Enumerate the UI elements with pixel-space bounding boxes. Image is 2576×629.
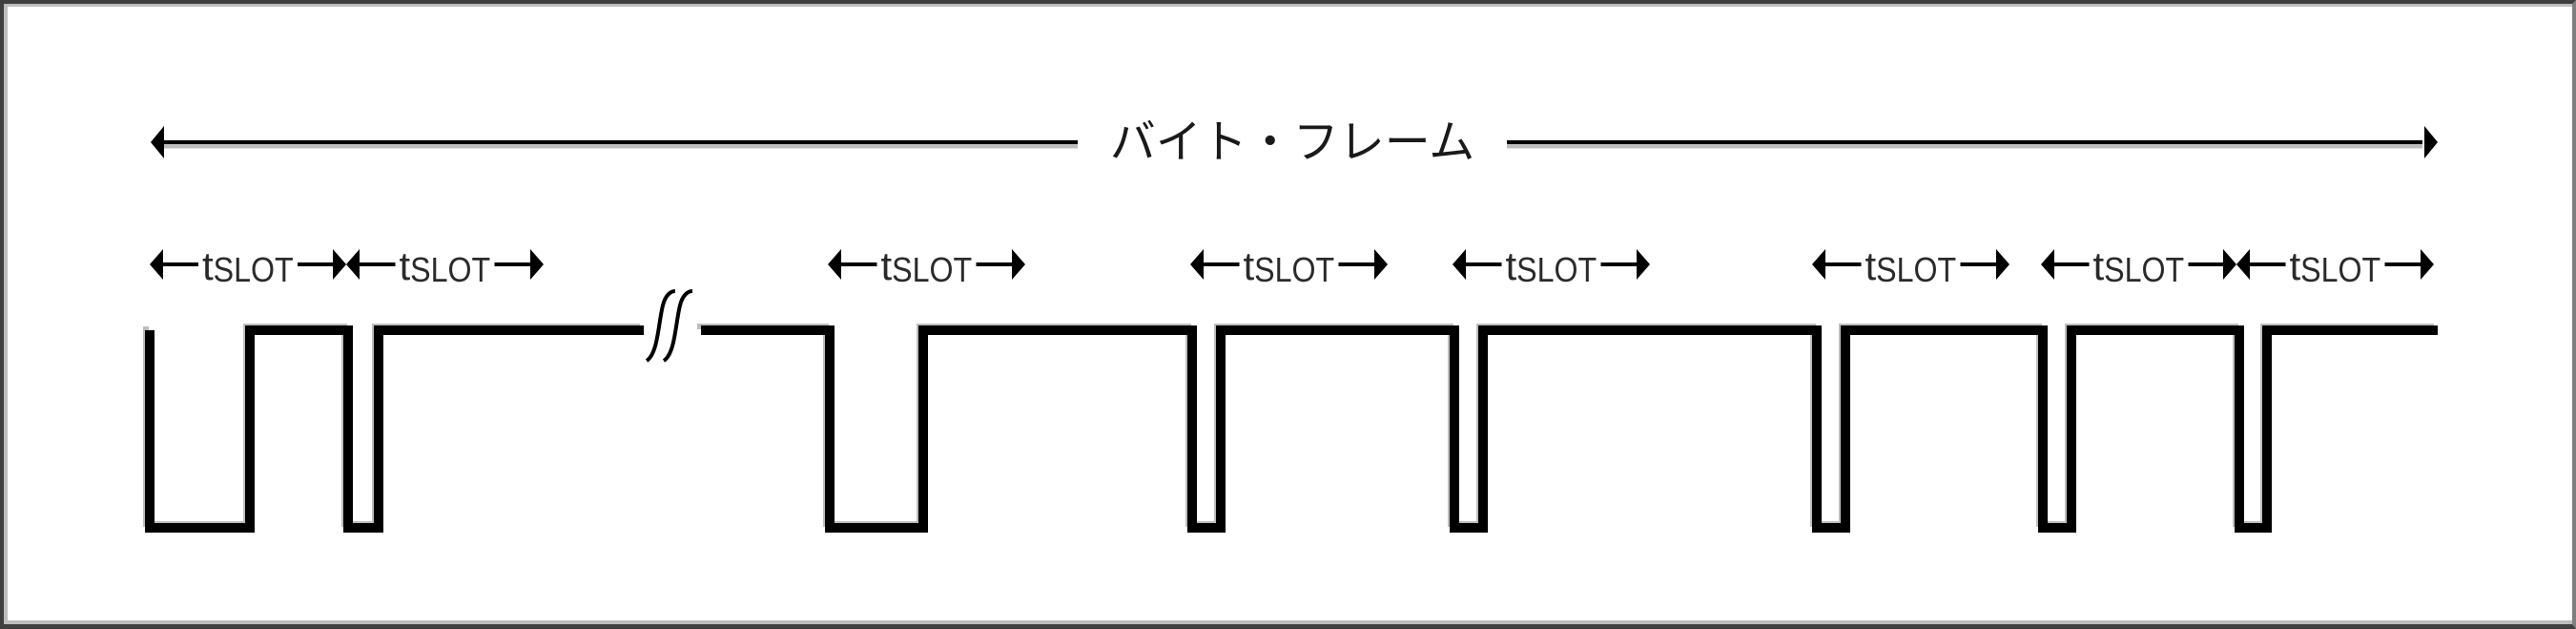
waveform-segment-after-break-shadow: [697, 324, 2434, 527]
left-arrowhead-icon: [1453, 249, 1466, 280]
right-arrowhead-icon: [1012, 249, 1025, 280]
tslot-marker: tSLOT: [1812, 243, 2009, 289]
right-arrowhead-icon: [333, 249, 346, 280]
tslot-marker: tSLOT: [828, 243, 1025, 289]
waveform-segment-before-break-shadow: [143, 324, 640, 527]
tslot-marker: tSLOT: [346, 243, 544, 289]
left-arrowhead-icon: [346, 249, 360, 280]
tslot-subscript: SLOT: [1876, 250, 1956, 289]
tslot-label: tSLOT: [881, 243, 973, 289]
frame-span-right-arrowhead-icon: [2424, 126, 2438, 158]
left-arrowhead-icon: [2041, 249, 2054, 280]
waveform-segment-after-break: [701, 325, 2438, 533]
tslot-subscript: SLOT: [1516, 250, 1597, 289]
tslot-label: tSLOT: [1506, 243, 1597, 289]
left-arrowhead-icon: [2236, 249, 2250, 280]
tslot-label: tSLOT: [1865, 243, 1957, 289]
tslot-t: t: [1865, 243, 1877, 288]
right-arrowhead-icon: [1996, 249, 2009, 280]
waveform-segment-before-break: [145, 325, 644, 533]
tslot-marker: tSLOT: [2236, 243, 2434, 289]
left-arrowhead-icon: [150, 249, 163, 280]
bus-waveform: [143, 324, 2438, 533]
tslot-label: tSLOT: [400, 243, 491, 289]
tslot-label: tSLOT: [2290, 243, 2381, 289]
tslot-t: t: [881, 243, 893, 288]
tslot-t: t: [202, 243, 214, 288]
tslot-subscript: SLOT: [410, 250, 490, 289]
tslot-subscript: SLOT: [2104, 250, 2184, 289]
break-symbol-icon: [645, 289, 693, 363]
right-arrowhead-icon: [2421, 249, 2434, 280]
left-arrowhead-icon: [1190, 249, 1204, 280]
tslot-subscript: SLOT: [214, 250, 294, 289]
tslot-label: tSLOT: [1244, 243, 1335, 289]
tslot-marker: tSLOT: [1453, 243, 1650, 289]
right-arrowhead-icon: [2223, 249, 2236, 280]
tslot-t: t: [2290, 243, 2301, 288]
tslot-marker: tSLOT: [2041, 243, 2236, 289]
tslot-subscript: SLOT: [892, 250, 972, 289]
right-arrowhead-icon: [1374, 249, 1388, 280]
tslot-t: t: [400, 243, 411, 288]
tslot-t: t: [1506, 243, 1517, 288]
tslot-marker: tSLOT: [150, 243, 346, 289]
right-arrowhead-icon: [1637, 249, 1650, 280]
tslot-label: tSLOT: [202, 243, 294, 289]
tslot-subscript: SLOT: [1254, 250, 1334, 289]
tslot-marker: tSLOT: [1190, 243, 1388, 289]
frame-span-left-arrowhead-icon: [151, 126, 164, 158]
tslot-t: t: [2093, 243, 2105, 288]
tslot-t: t: [1244, 243, 1255, 288]
tslot-label: tSLOT: [2093, 243, 2185, 289]
byte-frame-span: バイト・フレーム: [151, 115, 2438, 169]
left-arrowhead-icon: [828, 249, 841, 280]
tslot-subscript: SLOT: [2300, 250, 2380, 289]
byte-frame-label: バイト・フレーム: [1110, 115, 1475, 169]
right-arrowhead-icon: [530, 249, 544, 280]
left-arrowhead-icon: [1812, 249, 1825, 280]
